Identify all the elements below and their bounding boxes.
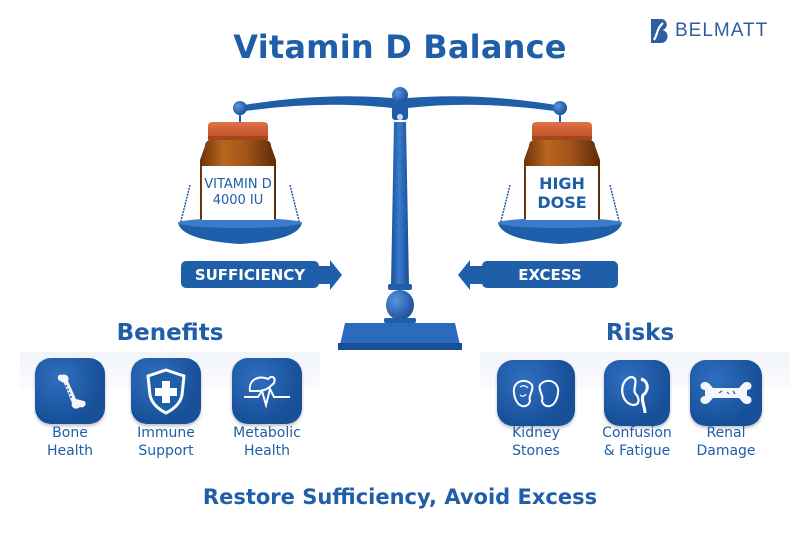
logo-mark-icon [651, 19, 668, 43]
left-bottle-line1: VITAMIN D [204, 177, 272, 193]
left-bottle-label: VITAMIN D 4000 IU [202, 166, 274, 220]
page-title: Vitamin D Balance [233, 28, 567, 66]
logo-text: BELMATT [675, 20, 769, 41]
footer-tagline: Restore Sufficiency, Avoid Excess [202, 485, 598, 509]
sufficiency-label: SUFFICIENCY [181, 261, 319, 288]
kidneys-icon [497, 360, 575, 426]
bone-icon [35, 358, 105, 424]
excess-label: EXCESS [482, 261, 618, 288]
brand-logo: BELMATT [649, 18, 768, 44]
right-bottle-line2: DOSE [537, 193, 587, 212]
right-bottle-line1: HIGH [539, 173, 585, 193]
shield-cross-icon [131, 358, 201, 424]
risk-label-confusion: Confusion& Fatigue [602, 425, 672, 459]
benefits-title: Benefits [116, 320, 224, 346]
damaged-bone-icon [690, 360, 762, 426]
risks-title: Risks [605, 320, 675, 346]
kidney-brain-icon [604, 360, 670, 426]
left-bottle-line2: 4000 IU [212, 193, 264, 208]
heartbeat-organ-icon [232, 358, 302, 424]
right-bottle-label: HIGH DOSE [526, 166, 598, 220]
